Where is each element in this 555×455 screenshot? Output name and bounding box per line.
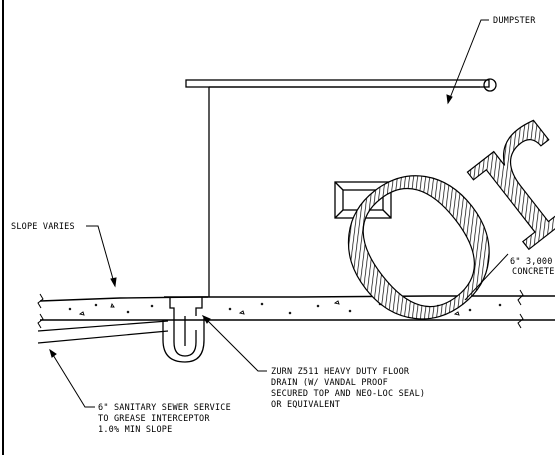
leader-drain (202, 315, 267, 372)
concrete-slab (37, 289, 555, 329)
leader-slope (86, 225, 116, 287)
leaders (49, 19, 509, 408)
label-sewer-2: TO GREASE INTERCEPTOR (98, 414, 210, 424)
subgrade-slope (37, 320, 169, 344)
lid-hinge (483, 78, 497, 92)
label-sewer-3: 1.0% MIN SLOPE (98, 425, 172, 435)
label-dumpster: DUMPSTER (493, 16, 536, 26)
label-drain-1: ZURN Z511 HEAVY DUTY FLOOR (271, 367, 410, 377)
p-trap (162, 318, 205, 363)
label-slope-varies: SLOPE VARIES (11, 222, 75, 232)
label-drain-4: OR EQUIVALENT (271, 400, 340, 410)
dumpster-body (208, 86, 480, 297)
leader-dumpster (447, 19, 489, 104)
label-drain-2: DRAIN (W/ VANDAL PROOF (271, 378, 388, 388)
concrete-stipple (68, 300, 502, 316)
watermark-text: Or (292, 59, 555, 385)
floor-drain (164, 296, 208, 330)
leader-sewer (49, 349, 95, 408)
dumpster-lid (185, 79, 490, 88)
label-sewer-1: 6" SANITARY SEWER SERVICE (98, 403, 231, 413)
dumpster-handle (334, 181, 392, 219)
label-drain-3: SECURED TOP AND NEO-LOC SEAL) (271, 389, 425, 399)
dumpster (185, 78, 497, 297)
label-concrete-2: CONCRETE (512, 267, 555, 277)
label-concrete-1: 6" 3,000 (510, 257, 553, 267)
leader-concrete (464, 253, 509, 301)
